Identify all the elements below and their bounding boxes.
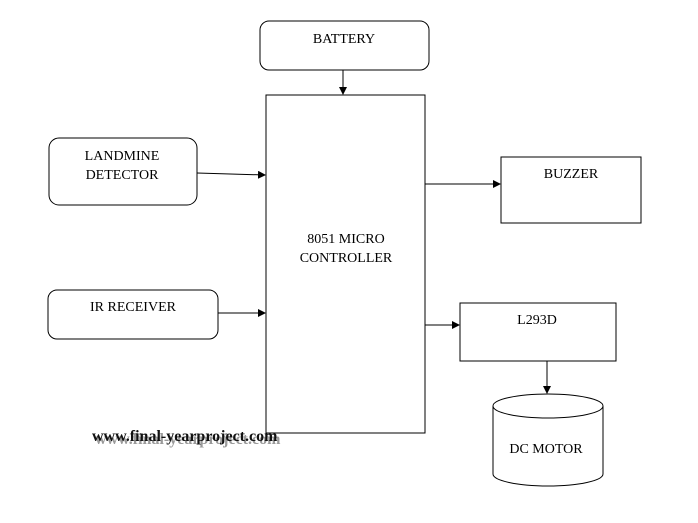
- buzzer-label: BUZZER: [544, 167, 599, 182]
- watermark-shadow-text: www.final-yearproject.com: [95, 431, 281, 448]
- landmine-detector-block: LANDMINE DETECTOR: [48, 137, 198, 206]
- landmine-detector-box: [48, 137, 198, 206]
- controller-box: [265, 94, 426, 434]
- ir-receiver-box: [47, 289, 219, 340]
- controller-label-line2: CONTROLLER: [300, 251, 393, 266]
- buzzer-block: BUZZER: [500, 156, 642, 224]
- controller-label-line1: 8051 MICRO: [307, 232, 384, 247]
- l293d-block: L293D: [459, 302, 617, 362]
- controller-block: 8051 MICRO CONTROLLER: [265, 94, 426, 434]
- arrow-landmine-to-controller: [196, 170, 266, 179]
- dc-motor-label: DC MOTOR: [509, 442, 583, 457]
- watermark-text: www.final-yearproject.com: [92, 428, 278, 445]
- l293d-box: [459, 302, 617, 362]
- ir-receiver-label: IR RECEIVER: [90, 300, 177, 315]
- landmine-detector-label-line1: LANDMINE: [85, 149, 160, 164]
- dc-motor-body: [492, 406, 604, 487]
- battery-block: BATTERY: [259, 20, 430, 71]
- ir-receiver-block: IR RECEIVER: [47, 289, 219, 340]
- dc-motor-block: DC MOTOR: [492, 393, 604, 487]
- l293d-label: L293D: [517, 313, 557, 328]
- landmine-detector-label-line2: DETECTOR: [86, 168, 160, 183]
- battery-box: [259, 20, 430, 71]
- watermark: www.final-yearproject.com www.final-year…: [92, 428, 281, 448]
- buzzer-box: [500, 156, 642, 224]
- battery-label: BATTERY: [313, 32, 375, 47]
- dc-motor-top: [492, 393, 604, 419]
